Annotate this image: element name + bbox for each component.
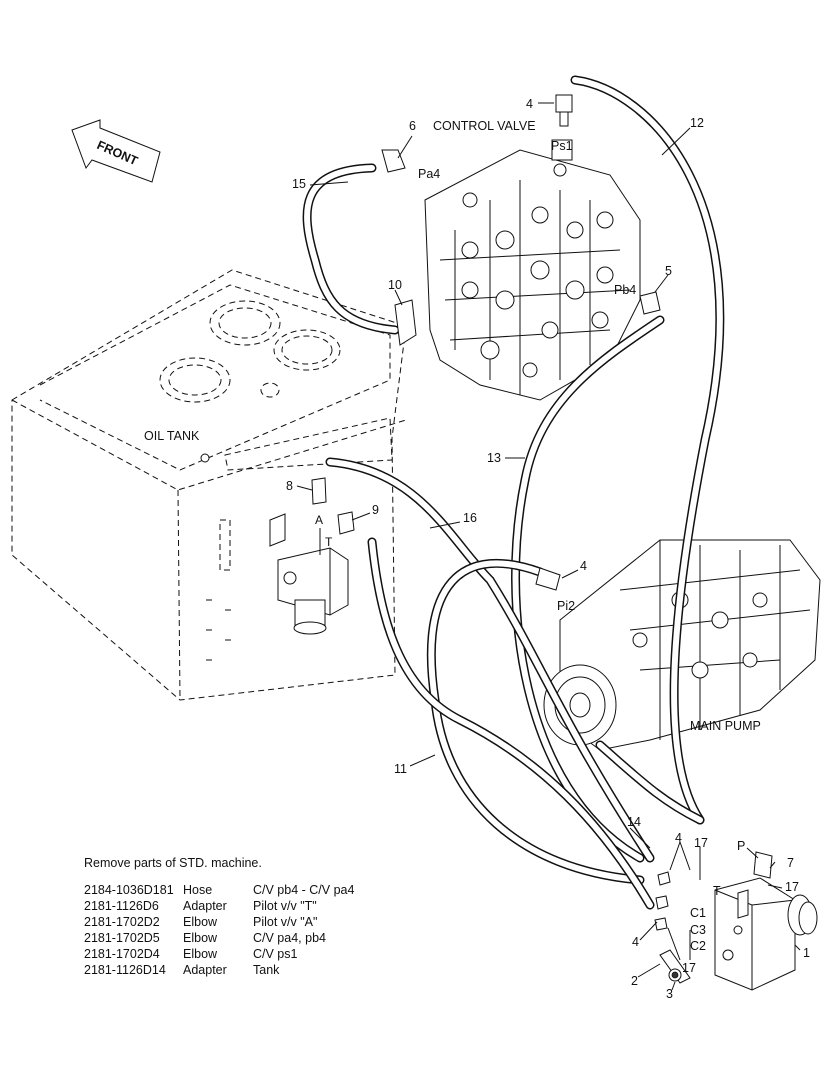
part-number: 2181-1702D2: [84, 915, 160, 929]
part-description: C/V ps1: [253, 947, 298, 961]
port-t-label: T: [713, 884, 721, 898]
port-a-label: A: [315, 513, 323, 527]
part-name: Elbow: [183, 915, 218, 929]
port-c2-label: C2: [690, 939, 706, 953]
callout-17-a: 17: [694, 836, 708, 850]
port-pi2-label: Pi2: [557, 599, 575, 613]
part-number: 2181-1126D6: [84, 899, 159, 913]
control-valve-label: CONTROL VALVE: [433, 119, 536, 133]
removed-parts-notes: Remove parts of STD. machine. 2184-1036D…: [84, 856, 414, 979]
port-pb4-label: Pb4: [614, 283, 636, 297]
hose-14: [367, 537, 655, 910]
part-number: 2184-1036D181: [84, 883, 174, 897]
port-pa4-label: Pa4: [418, 167, 440, 181]
callout-17-c: 17: [682, 961, 696, 975]
oil-tank-label: OIL TANK: [144, 429, 200, 443]
callout-4-mid: 4: [580, 559, 587, 573]
part-description: C/V pa4, pb4: [253, 931, 326, 945]
callout-4-top: 4: [526, 97, 533, 111]
leader-lines: [296, 102, 801, 991]
port-ps1-label: Ps1: [551, 139, 573, 153]
part-name: Elbow: [183, 931, 218, 945]
callout-1: 1: [803, 946, 810, 960]
port-t-tank-label: T: [325, 535, 333, 549]
callout-10: 10: [388, 278, 402, 292]
notes-title: Remove parts of STD. machine.: [84, 856, 262, 870]
fittings: [311, 94, 773, 931]
part-name: Elbow: [183, 947, 218, 961]
port-c3-label: C3: [690, 923, 706, 937]
control-valve: CONTROL VALVE Ps1 Pa4 Pb4: [418, 119, 641, 401]
hose-p: [595, 740, 705, 825]
callout-17-b: 17: [785, 880, 799, 894]
front-arrow: FRONT: [71, 119, 161, 183]
callout-5: 5: [665, 264, 672, 278]
hoses: [302, 75, 725, 910]
hose-15: [302, 163, 400, 335]
part-description: Pilot v/v "A": [253, 915, 318, 929]
port-c1-label: C1: [690, 906, 706, 920]
main-pump-label: MAIN PUMP: [690, 719, 761, 733]
hose-13: [511, 315, 665, 863]
part-description: C/V pb4 - C/V pa4: [253, 883, 355, 897]
part-number: 2181-1702D4: [84, 947, 160, 961]
callout-14: 14: [627, 815, 641, 829]
parts-table: 2184-1036D181 Hose C/V pb4 - C/V pa4 218…: [84, 883, 403, 979]
table-row: 2181-1702D2 Elbow Pilot v/v "A": [84, 915, 403, 931]
callout-4-right: 4: [675, 831, 682, 845]
part-description: Tank: [253, 963, 280, 977]
callout-9: 9: [372, 503, 379, 517]
table-row: 2181-1702D5 Elbow C/V pa4, pb4: [84, 931, 403, 947]
hose-12: [570, 75, 725, 825]
callout-13: 13: [487, 451, 501, 465]
callout-6: 6: [409, 119, 416, 133]
part-number: 2181-1126D14: [84, 963, 166, 977]
port-p-label: P: [737, 839, 745, 853]
oil-tank: OIL TANK: [11, 269, 407, 701]
table-row: 2181-1126D6 Adapter Pilot v/v "T": [84, 899, 403, 915]
callout-2: 2: [631, 974, 638, 988]
callout-8: 8: [286, 479, 293, 493]
part-name: Adapter: [183, 963, 227, 977]
table-row: 2184-1036D181 Hose C/V pb4 - C/V pa4: [84, 883, 403, 899]
part-description: Pilot v/v "T": [253, 899, 317, 913]
table-row: 2181-1702D4 Elbow C/V ps1: [84, 947, 403, 963]
callouts: 4 6 15 12 5 10 13 8 9 16 4 11 14 4 17 7 …: [286, 97, 810, 1001]
pilot-valve: A T: [269, 513, 349, 635]
table-row: 2181-1126D14 Adapter Tank: [84, 963, 403, 979]
callout-16: 16: [463, 511, 477, 525]
manifold-block: [659, 877, 818, 991]
main-pump: MAIN PUMP: [543, 539, 821, 751]
callout-15: 15: [292, 177, 306, 191]
part-number: 2181-1702D5: [84, 931, 160, 945]
callout-7: 7: [787, 856, 794, 870]
callout-4-bottom: 4: [632, 935, 639, 949]
callout-12: 12: [690, 116, 704, 130]
callout-3: 3: [666, 987, 673, 1001]
part-name: Hose: [183, 883, 213, 897]
part-name: Adapter: [183, 899, 227, 913]
callout-11: 11: [394, 762, 407, 776]
hose-16: [325, 457, 655, 863]
